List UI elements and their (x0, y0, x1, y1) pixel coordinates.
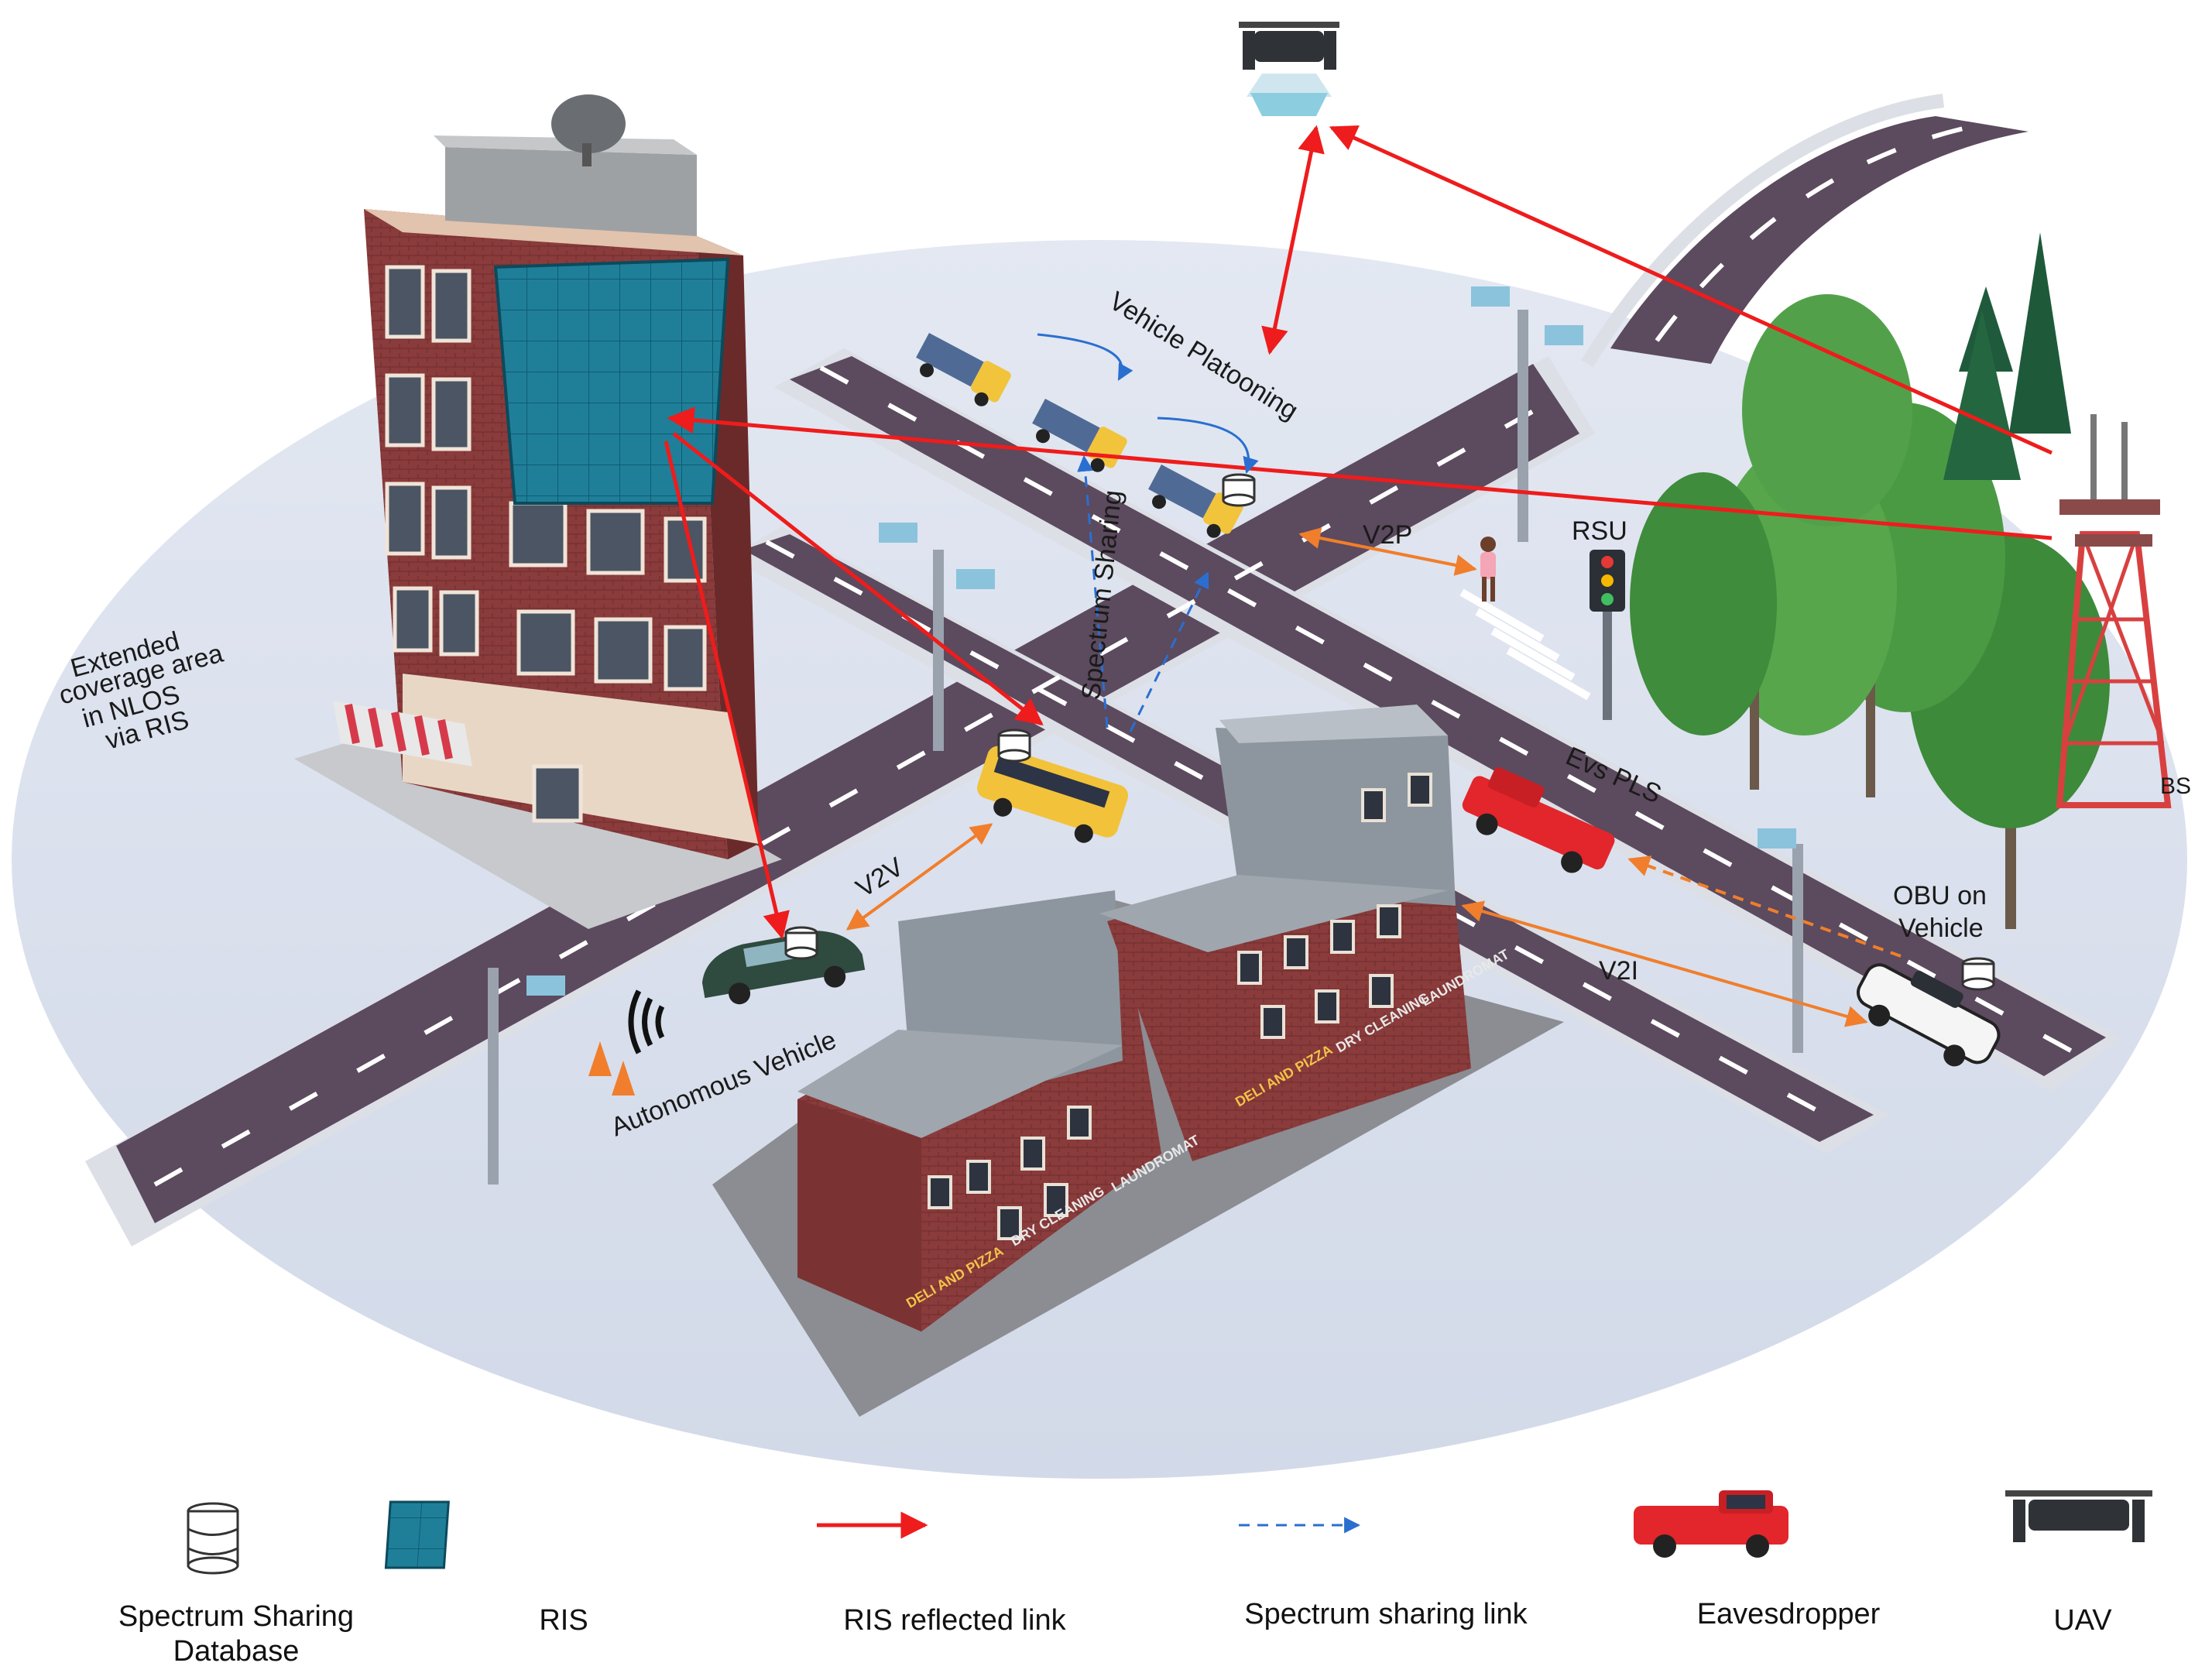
corner-buildings: DELI AND PIZZA DRY CLEANING LAUNDROMAT D… (712, 705, 1564, 1417)
platoon-arcs (1037, 333, 1259, 475)
spectrum-database-icons (784, 473, 1995, 991)
wireless-signal-icon (628, 989, 665, 1054)
uav-drone-icon (1239, 22, 1339, 116)
spectrum-sharing-links (1077, 454, 1209, 732)
legend-label-database-2: Database (173, 1635, 300, 1668)
v2x-links (845, 527, 1902, 1027)
label-obu-2: Vehicle (1898, 914, 1984, 943)
school-bus (977, 746, 1129, 843)
traffic-light-rsu-icon (1590, 550, 1625, 720)
legend-label-database-1: Spectrum Sharing (118, 1600, 354, 1633)
legend-drone-icon (2005, 1490, 2152, 1542)
traffic-cones (588, 1041, 635, 1095)
legend-label-ris-link: RIS reflected link (843, 1604, 1066, 1637)
base-station-tower-icon (2056, 414, 2172, 808)
ris-building (294, 94, 782, 929)
label-rsu: RSU (1572, 516, 1627, 546)
label-bs: BS (2160, 773, 2191, 799)
platoon-trucks (916, 333, 1243, 538)
label-obu-1: OBU on (1893, 881, 1987, 910)
label-v2i: V2I (1599, 956, 1638, 986)
legend-red-pickup-icon (1634, 1490, 1788, 1558)
legend-label-eavesdropper: Eavesdropper (1697, 1598, 1881, 1630)
legend-label-uav: UAV (2053, 1604, 2112, 1637)
legend-ris-panel-icon (384, 1500, 450, 1569)
police-car (1857, 963, 2001, 1067)
ris-reflected-links (664, 125, 2053, 940)
ris-panel (493, 257, 730, 505)
pedestrian-icon (1480, 537, 1496, 602)
eavesdropper-pickup (1462, 766, 1615, 873)
legend-label-ris: RIS (539, 1604, 588, 1637)
legend: Spectrum Sharing Database RIS RIS reflec… (118, 1490, 2152, 1668)
label-v2p: V2P (1363, 520, 1412, 550)
trees (1630, 232, 2110, 929)
legend-database-icon (187, 1502, 239, 1575)
legend-label-spectrum-link: Spectrum sharing link (1244, 1598, 1528, 1630)
